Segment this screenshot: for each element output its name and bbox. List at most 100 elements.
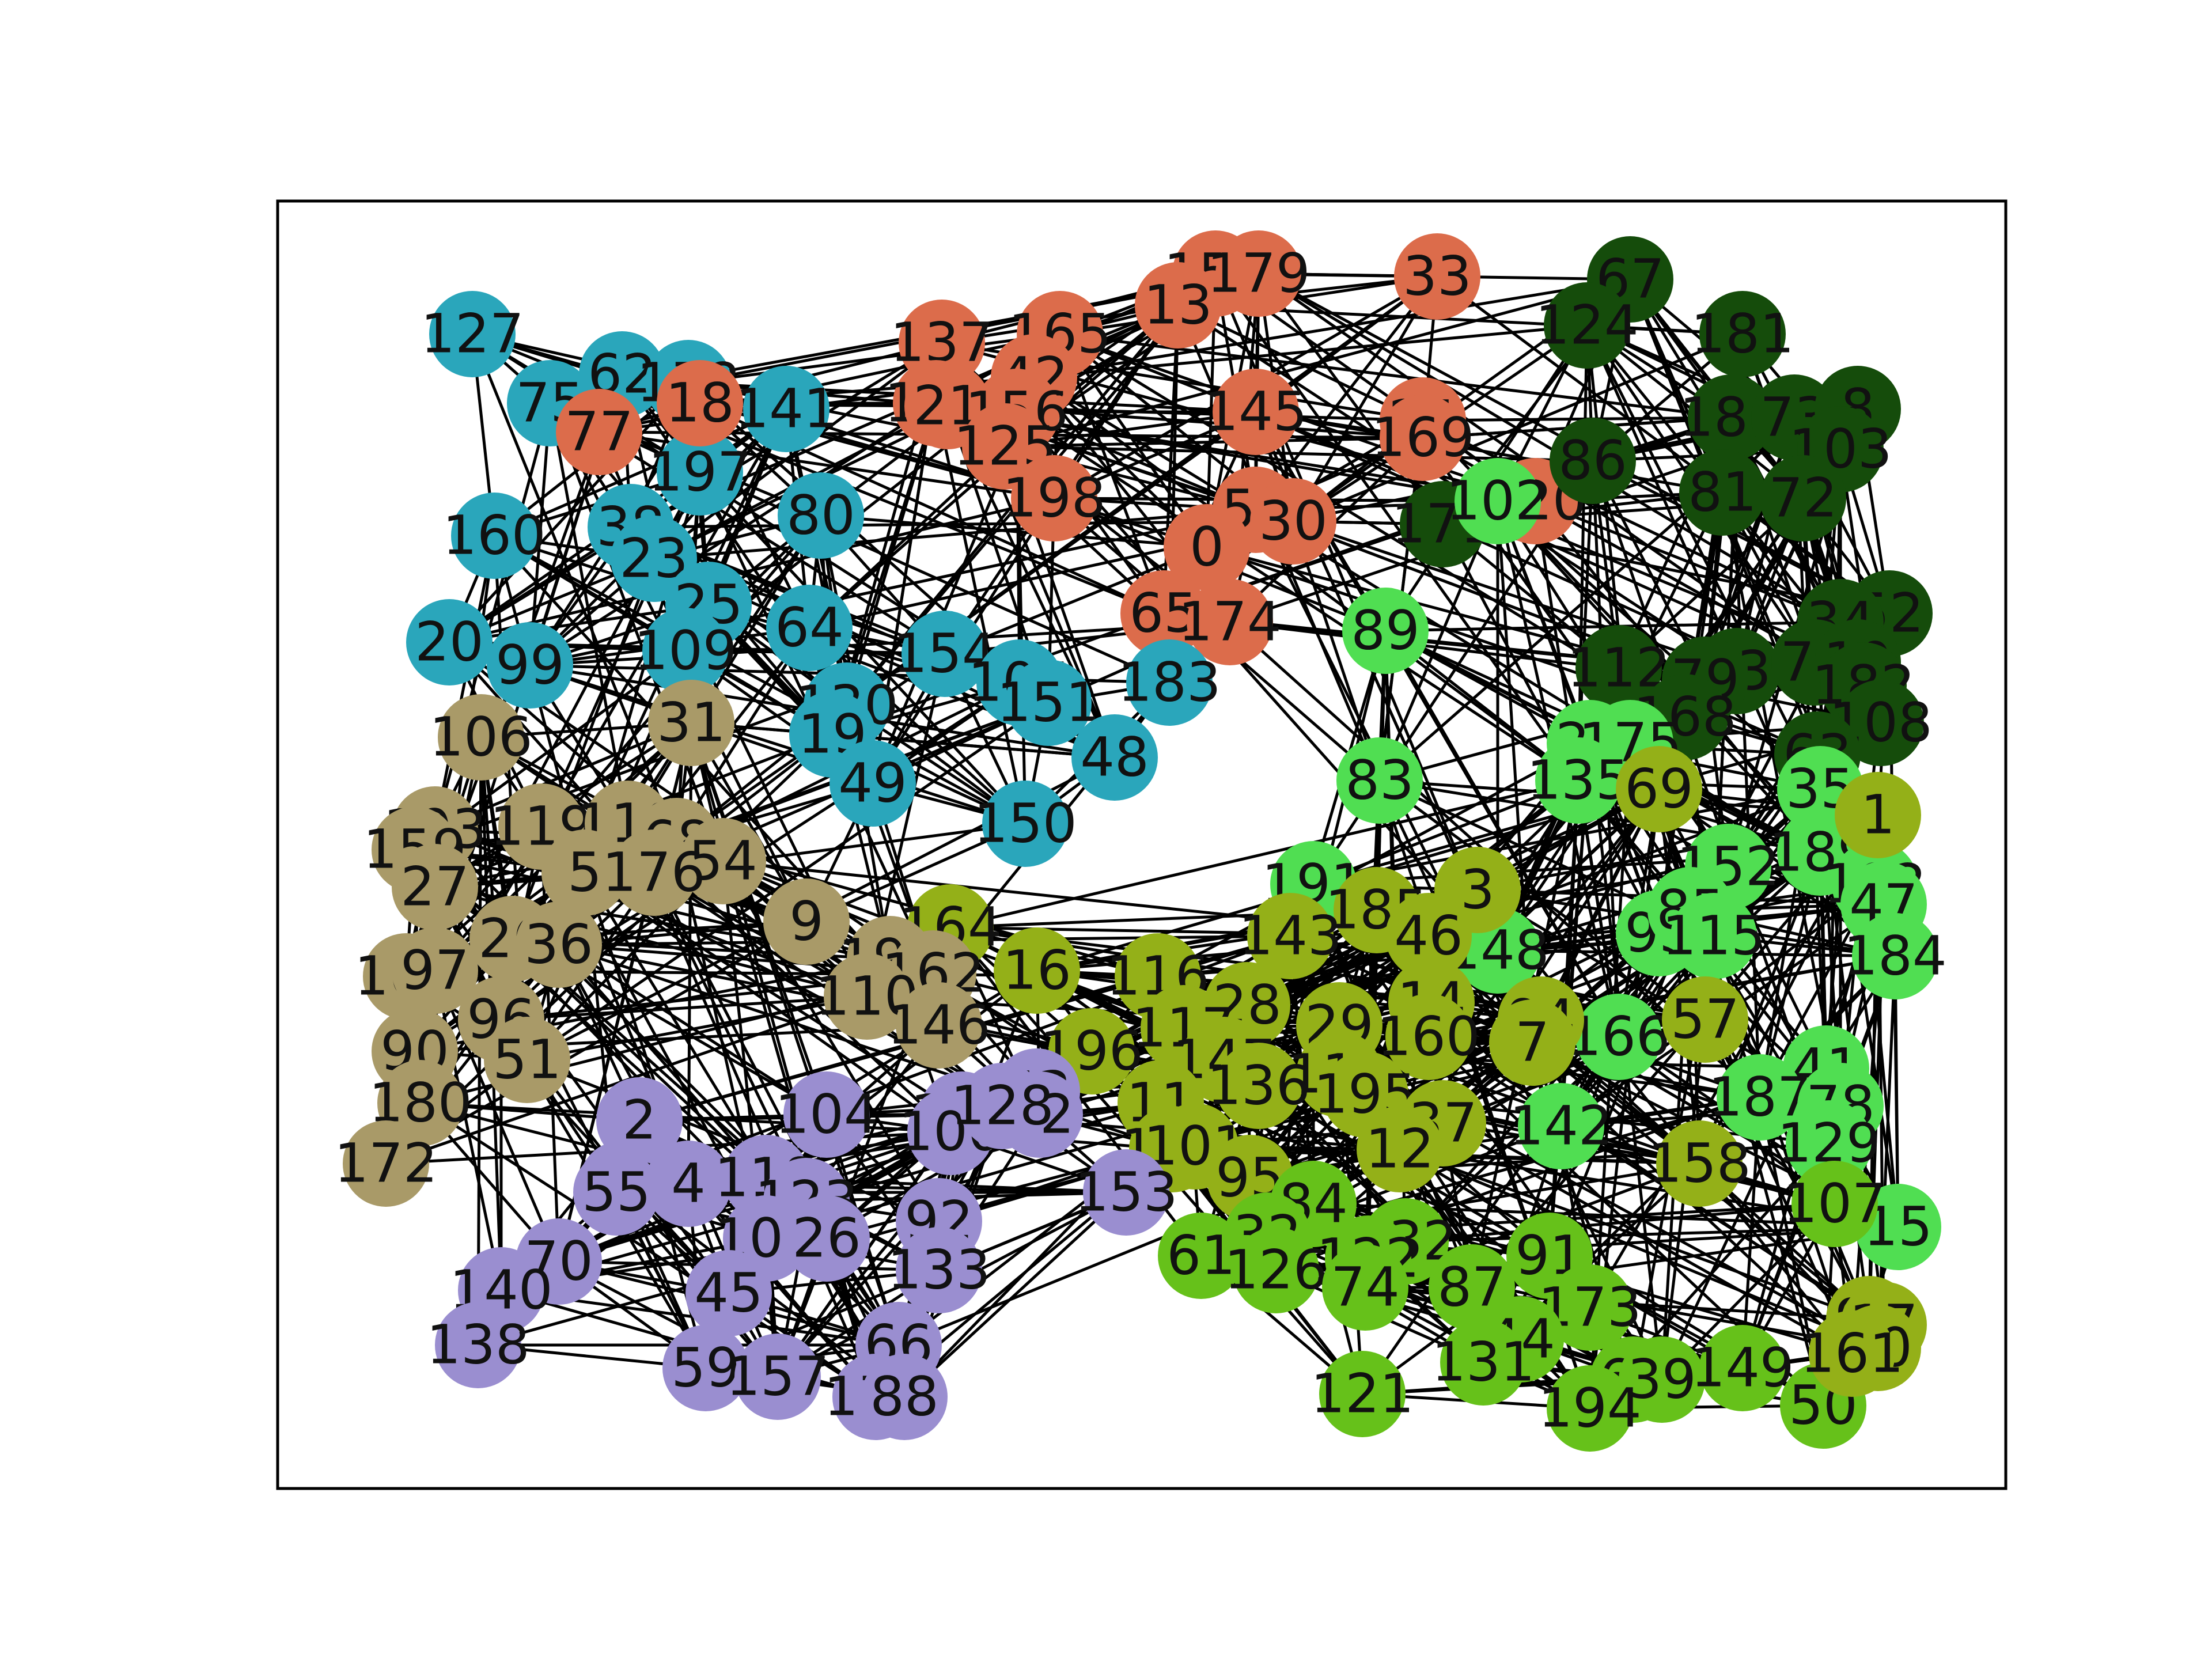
node-label: 12 (1365, 1118, 1434, 1181)
graph-node-160b: 160 (1377, 994, 1480, 1080)
graph-edge (688, 332, 1060, 385)
node-circle (1575, 625, 1662, 711)
node-label: 146 (887, 994, 990, 1057)
node-label: 161 (1800, 1323, 1903, 1385)
node-circle (1835, 772, 1921, 858)
node-circle (902, 611, 988, 697)
node-circle (1250, 478, 1336, 565)
node-circle (1619, 1336, 1705, 1423)
node-label: 106 (429, 706, 532, 769)
node-circle (1336, 737, 1423, 824)
node-circle (1535, 737, 1622, 824)
graph-node-181: 181 (1691, 291, 1794, 377)
graph-node-88: 88 (861, 1354, 948, 1440)
node-circle (1164, 504, 1250, 590)
node-circle (392, 927, 478, 1014)
node-circle (1544, 282, 1630, 369)
graph-node-169: 169 (1371, 395, 1475, 481)
graph-node-102: 102 (1446, 458, 1550, 544)
node-circle (1699, 1325, 1786, 1411)
node-circle (1083, 1149, 1169, 1236)
graph-node-20: 20 (406, 599, 493, 685)
graph-node-150: 150 (974, 781, 1077, 867)
graph-node-99: 99 (487, 622, 573, 709)
node-circle (783, 1071, 870, 1158)
graph-node-146: 146 (887, 982, 991, 1069)
node-label: 183 (1118, 652, 1221, 714)
graph-edge (653, 508, 1256, 560)
graph-node-65: 65 (1120, 570, 1207, 657)
graph-edge (527, 1058, 940, 1223)
graph-edge (1214, 272, 1580, 782)
node-circle (611, 830, 697, 916)
graph-edge (1422, 416, 1732, 422)
graph-node-48: 48 (1071, 714, 1158, 801)
node-label: 80 (786, 484, 855, 547)
node-label: 16 (1002, 940, 1071, 1002)
node-circle (1319, 1351, 1406, 1437)
node-circle (1357, 1106, 1443, 1192)
graph-node-197: 197 (648, 429, 752, 516)
node-circle (1760, 455, 1846, 541)
node-label: 88 (870, 1366, 939, 1429)
graph-edge (626, 823, 877, 1397)
node-circle (645, 1141, 732, 1227)
node-circle (1247, 893, 1334, 979)
graph-edge (1005, 278, 1631, 448)
graph-node-135: 135 (1527, 737, 1630, 824)
node-label: 54 (688, 830, 757, 893)
graph-node-26b: 26 (783, 1195, 870, 1282)
graph-edge (1033, 376, 1580, 782)
node-circle (734, 1334, 821, 1420)
graph-node-160: 160 (442, 493, 546, 579)
node-label: 20 (415, 611, 484, 674)
node-label: 133 (887, 1239, 990, 1302)
node-layer: 1277562178141197160382380252099109641541… (334, 230, 1947, 1452)
node-circle (896, 1227, 982, 1313)
node-circle (1215, 230, 1302, 317)
graph-node-27: 27 (392, 844, 478, 930)
graph-node-36: 36 (516, 902, 602, 988)
node-circle (573, 1149, 660, 1236)
node-label: 31 (657, 692, 726, 755)
graph-edge (808, 627, 1027, 825)
node-circle (1005, 660, 1092, 746)
node-label: 160 (442, 505, 546, 567)
node-label: 48 (1080, 726, 1149, 789)
node-label: 143 (1238, 905, 1342, 968)
graph-node-187: 187 (1708, 1054, 1812, 1141)
node-label: 97 (400, 940, 469, 1002)
node-label: 51 (493, 1029, 562, 1092)
node-circle (763, 878, 850, 965)
graph-edge (433, 970, 560, 1262)
node-label: 3 (1460, 859, 1495, 922)
node-label: 160 (1377, 1006, 1480, 1069)
node-label: 77 (565, 401, 634, 464)
graph-edge (1016, 410, 1580, 782)
graph-node-61: 61 (1158, 1213, 1244, 1299)
node-circle (1380, 395, 1466, 481)
node-circle (1852, 913, 1938, 999)
graph-edge (687, 722, 693, 1184)
graph-edge (471, 334, 679, 842)
node-label: 121 (1310, 1363, 1414, 1426)
graph-edge (1588, 814, 1880, 1309)
graph-node-81: 81 (1679, 449, 1766, 536)
graph-edge (1255, 410, 1723, 494)
graph-node-59: 59 (662, 1325, 749, 1411)
node-circle (959, 1063, 1046, 1149)
graph-node-128: 128 (950, 1063, 1054, 1149)
graph-node-161: 161 (1800, 1310, 1904, 1397)
node-label: 81 (1688, 461, 1757, 524)
node-circle (438, 694, 524, 781)
node-label: 30 (1259, 490, 1328, 553)
graph-edge (653, 342, 943, 560)
node-circle (1394, 233, 1480, 320)
graph-node-5: 5 (541, 830, 628, 916)
node-label: 5 (567, 842, 602, 904)
node-circle (484, 1017, 570, 1103)
node-label: 151 (997, 672, 1100, 734)
node-label: 172 (334, 1132, 437, 1195)
node-label: 127 (421, 303, 524, 366)
